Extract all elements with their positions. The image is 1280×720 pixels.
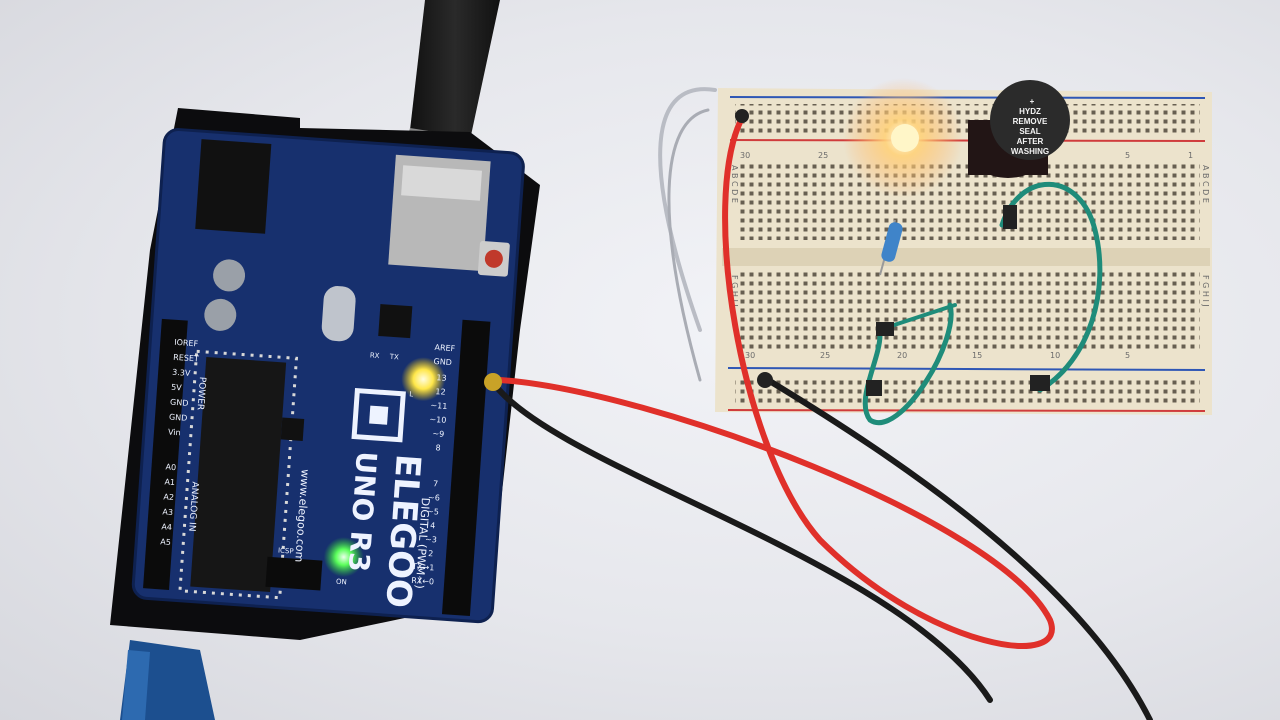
tx-led-label: TX	[389, 353, 400, 362]
pin-2-label: 2	[428, 549, 434, 558]
column-number: 30	[745, 351, 755, 360]
buzzer-symbol: +	[1030, 97, 1035, 106]
pin-10-label: ~10	[429, 415, 446, 425]
column-number: 20	[897, 351, 907, 360]
ioref-label: IOREF	[174, 338, 199, 349]
row-labels: F G H I J	[730, 275, 739, 307]
l-led-lit	[401, 357, 446, 402]
row-labels: F G H I J	[1201, 275, 1210, 307]
usb-cable	[406, 0, 500, 150]
l-led-label: L	[409, 390, 414, 398]
on-led-lit	[323, 537, 364, 578]
wires	[484, 87, 1153, 720]
vin-label: Vin	[168, 428, 181, 438]
elegoo-logo	[351, 387, 406, 443]
column-number: 1	[1188, 151, 1193, 160]
black-wire	[492, 382, 993, 703]
arduino-board: ELEGOO UNO R3 www.elegoo.com DIGITAL (PW…	[131, 128, 525, 624]
pin-4-label: 4	[430, 521, 436, 530]
microcontroller-chip	[190, 357, 287, 593]
pin-13-label: 13	[436, 373, 447, 383]
analog-label: ANALOG IN	[186, 481, 199, 532]
column-number: 25	[820, 351, 830, 360]
pin-9-label: ~9	[432, 429, 444, 439]
buzzer-line: WASHING	[1011, 147, 1049, 156]
gnd-label: GND	[169, 413, 188, 423]
v5-label: 5V	[171, 383, 183, 393]
pin-11-label: ~11	[430, 401, 447, 411]
column-number: 5	[1125, 351, 1130, 360]
a1-label: A1	[164, 477, 175, 487]
buzzer-line: REMOVE	[1013, 117, 1048, 126]
power-label: POWER	[195, 376, 207, 410]
crystal	[321, 286, 356, 342]
black-wire	[765, 377, 1153, 720]
pin-12-label: 12	[435, 387, 446, 397]
resistor	[879, 219, 903, 276]
pin-6-label: ~6	[428, 493, 440, 503]
buzzer-line: AFTER	[1017, 137, 1044, 146]
power-header	[143, 318, 188, 590]
breadboard: 30 25 5 1 30 25 20 15 10 5 A B C D E A B…	[715, 88, 1212, 415]
digital-label: DIGITAL (PWM~)	[413, 497, 432, 589]
buzzer: + HYDZ REMOVE SEAL AFTER WASHING	[968, 80, 1070, 178]
led-lit	[843, 78, 963, 198]
tx-pin-label: TX→1	[411, 562, 435, 573]
a2-label: A2	[163, 492, 174, 502]
power-cable	[120, 640, 215, 720]
pin-3-label: ~3	[425, 535, 437, 545]
a3-label: A3	[162, 507, 173, 517]
reset-label: RESET	[173, 353, 199, 364]
green-wire	[999, 181, 1103, 393]
capacitor	[204, 298, 237, 331]
pin-7-label: 7	[433, 479, 439, 488]
pin-5-label: ~5	[427, 507, 439, 517]
row-labels: A B C D E	[1201, 165, 1210, 203]
capacitor	[213, 259, 246, 292]
column-number: 15	[972, 351, 982, 360]
column-number: 5	[1125, 151, 1130, 160]
column-number: 25	[818, 151, 828, 160]
a5-label: A5	[160, 537, 171, 547]
rx-pin-label: RX←0	[411, 576, 434, 587]
dc-jack	[195, 139, 272, 234]
aref-label: AREF	[434, 343, 456, 353]
gnd-top-label: GND	[433, 357, 452, 367]
red-wire	[497, 115, 1055, 649]
a0-label: A0	[165, 462, 176, 472]
website-text: www.elegoo.com	[292, 469, 311, 563]
a4-label: A4	[161, 522, 172, 532]
green-wire	[862, 302, 954, 426]
icsp-header	[265, 556, 323, 591]
digital-header	[441, 319, 491, 617]
buzzer-line: HYDZ	[1019, 107, 1041, 116]
on-led-label: ON	[336, 578, 347, 587]
column-number: 30	[740, 151, 750, 160]
column-number: 10	[1050, 351, 1060, 360]
v33-label: 3.3V	[172, 368, 191, 378]
icsp-label: ICSP	[278, 546, 294, 555]
gnd-label: GND	[170, 398, 189, 408]
buzzer-line: SEAL	[1019, 127, 1040, 136]
rx-led-label: RX	[370, 351, 380, 360]
pin-8-label: 8	[435, 443, 441, 452]
row-labels: A B C D E	[730, 165, 739, 203]
